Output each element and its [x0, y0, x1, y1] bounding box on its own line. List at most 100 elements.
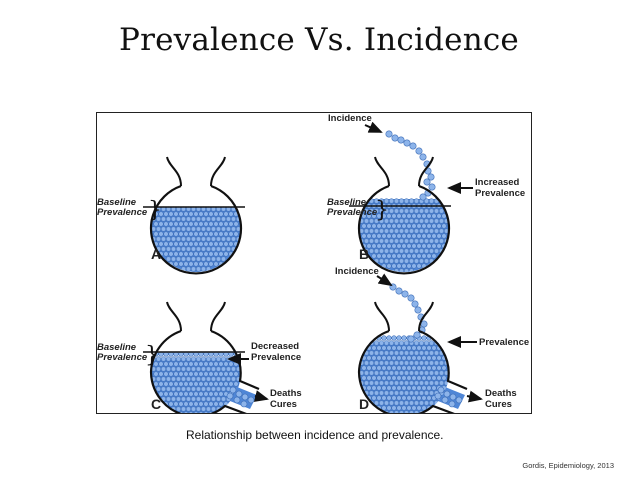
fluid-bubble: [216, 397, 221, 402]
fluid-bubble: [399, 219, 404, 224]
fluid-bubble: [399, 401, 404, 406]
fluid-bubble: [404, 229, 409, 234]
fluid-bubble: [427, 366, 432, 371]
fluid-bubble: [414, 229, 419, 234]
fluid-bubble: [374, 381, 379, 386]
fluid-bubble: [219, 252, 224, 257]
fluid-bubble: [402, 254, 407, 259]
fluid-bubble: [442, 376, 447, 381]
fluid-bubble: [221, 397, 226, 402]
fluid-bubble: [191, 257, 196, 262]
deaths-label-d: Deaths: [485, 388, 517, 399]
fluid-bubble: [424, 209, 429, 214]
fluid-bubble: [429, 401, 434, 406]
fluid-bubble: [389, 259, 394, 264]
fluid-bubble: [417, 356, 422, 361]
fluid-bubble: [221, 387, 226, 392]
fluid-bubble: [437, 356, 442, 361]
fluid-bubble: [412, 244, 417, 249]
fluid-bubble: [437, 244, 442, 249]
fluid-bubble: [164, 372, 169, 377]
fluid-bubble: [204, 382, 209, 387]
outflow-arrow-d: [467, 396, 481, 399]
fluid-bubble: [417, 386, 422, 391]
fluid-bubble: [171, 217, 176, 222]
fluid-bubble: [432, 356, 437, 361]
fluid-bubble: [392, 376, 397, 381]
fluid-bubble: [414, 219, 419, 224]
fluid-bubble: [364, 371, 369, 376]
fluid-bubble: [389, 391, 394, 396]
fluid-bubble: [201, 387, 206, 392]
fluid-bubble: [434, 381, 439, 386]
fluid-bubble: [422, 336, 427, 341]
fluid-bubble: [181, 397, 186, 402]
fluid-bubble: [397, 366, 402, 371]
brace-a: }: [148, 198, 162, 223]
fluid-bubble: [404, 341, 409, 346]
fluid-bubble: [402, 386, 407, 391]
fluid-bubble: [174, 222, 179, 227]
fluid-bubble: [399, 341, 404, 346]
fluid-bubble: [179, 242, 184, 247]
fluid-bubble: [189, 242, 194, 247]
fluid-bubble: [427, 346, 432, 351]
fluid-bubble: [424, 259, 429, 264]
fluid-bubble: [196, 377, 201, 382]
fluid-bubble: [209, 262, 214, 267]
fluid-bubble: [409, 249, 414, 254]
fluid-bubble: [161, 227, 166, 232]
fluid-bubble: [372, 244, 377, 249]
fluid-bubble: [169, 212, 174, 217]
fluid-bubble: [204, 232, 209, 237]
fluid-bubble: [387, 224, 392, 229]
fluid-bubble: [372, 234, 377, 239]
fluid-bubble: [234, 382, 239, 387]
fluid-bubble: [176, 397, 181, 402]
fluid-bubble: [204, 222, 209, 227]
fluid-bubble: [402, 376, 407, 381]
fluid-bubble: [387, 336, 392, 341]
fluid-bubble: [176, 357, 181, 362]
fluid-bubble: [201, 217, 206, 222]
brace-b: }: [375, 198, 389, 223]
fluid-bubble: [194, 212, 199, 217]
fluid-bubble: [414, 371, 419, 376]
fluid-bubble: [419, 239, 424, 244]
fluid-bubble: [429, 361, 434, 366]
prevalence-label-b: Prevalence: [327, 207, 378, 218]
fluid-bubble: [219, 392, 224, 397]
fluid-bubble: [394, 229, 399, 234]
fluid-bubble: [419, 371, 424, 376]
fluid-bubble: [414, 401, 419, 406]
fluid-bubble: [216, 247, 221, 252]
fluid-bubble: [412, 386, 417, 391]
fluid-bubble: [194, 412, 199, 414]
fluid-bubble: [174, 252, 179, 257]
fluid-bubble: [199, 372, 204, 377]
fluid-bubble: [186, 247, 191, 252]
fluid-bubble: [379, 351, 384, 356]
fluid-bubble: [364, 229, 369, 234]
fluid-bubble: [424, 351, 429, 356]
fluid-bubble: [374, 361, 379, 366]
fluid-bubble: [402, 366, 407, 371]
fluid-bubble: [384, 381, 389, 386]
fluid-bubble: [429, 381, 434, 386]
fluid-bubble: [389, 239, 394, 244]
fluid-bubble: [196, 257, 201, 262]
fluid-bubble: [159, 372, 164, 377]
fluid-bubble: [399, 259, 404, 264]
fluid-bubble: [394, 411, 399, 414]
fluid-bubble: [189, 252, 194, 257]
fluid-bubble: [412, 301, 418, 307]
fluid-bubble: [372, 386, 377, 391]
fluid-bubble: [186, 227, 191, 232]
fluid-bubble: [379, 341, 384, 346]
prevalence-label-a: Prevalence: [97, 207, 148, 218]
fluid-bubble: [206, 397, 211, 402]
fluid-bubble: [399, 381, 404, 386]
fluid-bubble: [389, 361, 394, 366]
fluid-bubble: [372, 254, 377, 259]
fluid-bubble: [209, 382, 214, 387]
